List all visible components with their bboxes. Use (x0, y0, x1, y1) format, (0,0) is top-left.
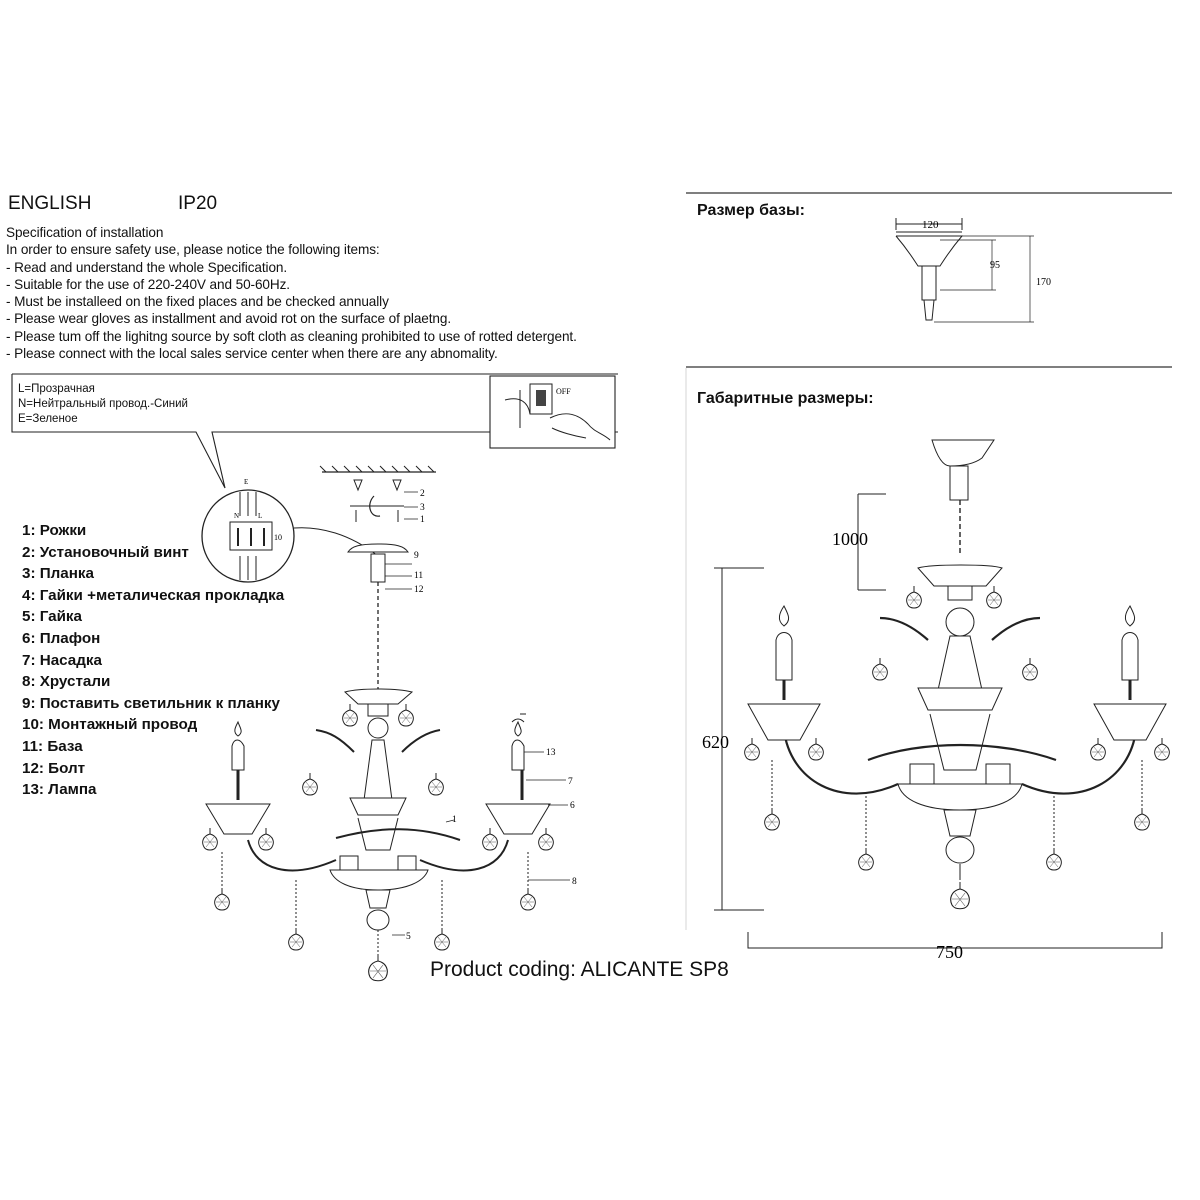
spec-line: - Please connect with the local sales se… (6, 346, 498, 362)
wiring-line: L=Прозрачная (18, 383, 95, 395)
spec-line: - Read and understand the whole Specific… (6, 259, 288, 275)
spec-line: - Must be installeed on the fixed places… (6, 294, 389, 310)
terminal-l-label: L (258, 512, 262, 520)
part-item: 8: Хрустали (22, 673, 111, 691)
part-item: 7: Насадка (22, 651, 102, 669)
base-size-title: Размер базы: (697, 202, 805, 219)
product-coding: Product coding: ALICANTE SP8 (430, 958, 729, 981)
callout-8: 8 (572, 877, 577, 887)
switch-off-illustration: OFF (489, 375, 616, 449)
callout-13: 13 (546, 748, 556, 758)
terminal-block-magnifier: E N L 10 (201, 478, 379, 583)
wiring-line: N=Нейтральный провод.-Синий (18, 398, 188, 410)
terminal-10-label: 10 (274, 533, 282, 542)
callout-1: 1 (420, 515, 425, 525)
callout-5: 5 (406, 932, 411, 942)
base-inner-height-label: 95 (990, 260, 1000, 271)
terminal-e-label: E (244, 478, 248, 486)
wiring-line: E=Зеленое (18, 413, 78, 425)
parts-list: 1: Рожки 2: Установочный винт 3: Планка … (22, 520, 284, 801)
spec-line: - Please wear gloves as installment and … (6, 311, 452, 327)
width-label: 750 (936, 942, 963, 962)
part-item: 13: Лампа (22, 781, 97, 799)
callout-2: 2 (420, 489, 425, 499)
wiring-legend: L=Прозрачная N=Нейтральный провод.-Синий… (18, 382, 188, 427)
part-item: 4: Гайки +металическая прокладка (22, 586, 285, 604)
part-item: 12: Болт (22, 759, 86, 777)
chandelier-assembly-drawing (202, 582, 570, 982)
spec-line: - Suitable for the use of 220-240V and 5… (6, 276, 290, 292)
callout-3: 3 (420, 503, 425, 513)
callout-7: 7 (568, 777, 573, 787)
part-item: 3: Планка (22, 565, 94, 583)
part-item: 2: Установочный винт (22, 543, 189, 561)
callout-9: 9 (414, 551, 419, 561)
terminal-n-label: N (234, 512, 239, 520)
part-item: 6: Плафон (22, 629, 101, 647)
callout-11: 11 (414, 571, 423, 581)
spec-line: In order to ensure safety use, please no… (6, 242, 380, 258)
base-width-label: 120 (922, 219, 939, 231)
wiring-callout (11, 373, 618, 489)
part-item: 5: Гайка (22, 608, 82, 626)
chain-length-label: 1000 (832, 529, 868, 549)
overall-dimensions-drawing: 1000 620 750 (702, 439, 1170, 962)
spec-line: Specification of installation (6, 225, 164, 240)
spec-header: ENGLISH IP20 (8, 193, 217, 215)
callout-12: 12 (414, 585, 424, 595)
part-item: 11: База (22, 737, 83, 755)
part-item: 10: Монтажный провод (22, 716, 198, 734)
language-label: ENGLISH (8, 193, 92, 214)
ceiling-mount (319, 465, 436, 590)
spec-line: - Please tum off the lighitng source by … (6, 328, 577, 344)
specification-text: Specification of installation In order t… (6, 224, 577, 362)
part-item: 9: Поставить светильник к планку (22, 694, 280, 712)
height-label: 620 (702, 732, 729, 752)
svg-text:OFF: OFF (556, 387, 571, 396)
callout-numbers: 2 3 1 9 11 12 13 7 6 1 8 5 (406, 489, 577, 942)
base-size-drawing: 120 95 170 (895, 218, 1051, 323)
overall-dimensions-title: Габаритные размеры: (697, 390, 874, 407)
part-item: 1: Рожки (22, 522, 87, 539)
callout-6: 6 (570, 801, 575, 811)
base-total-height-label: 170 (1036, 277, 1051, 288)
callout-1b: 1 (452, 815, 457, 825)
ip-rating: IP20 (178, 193, 218, 214)
